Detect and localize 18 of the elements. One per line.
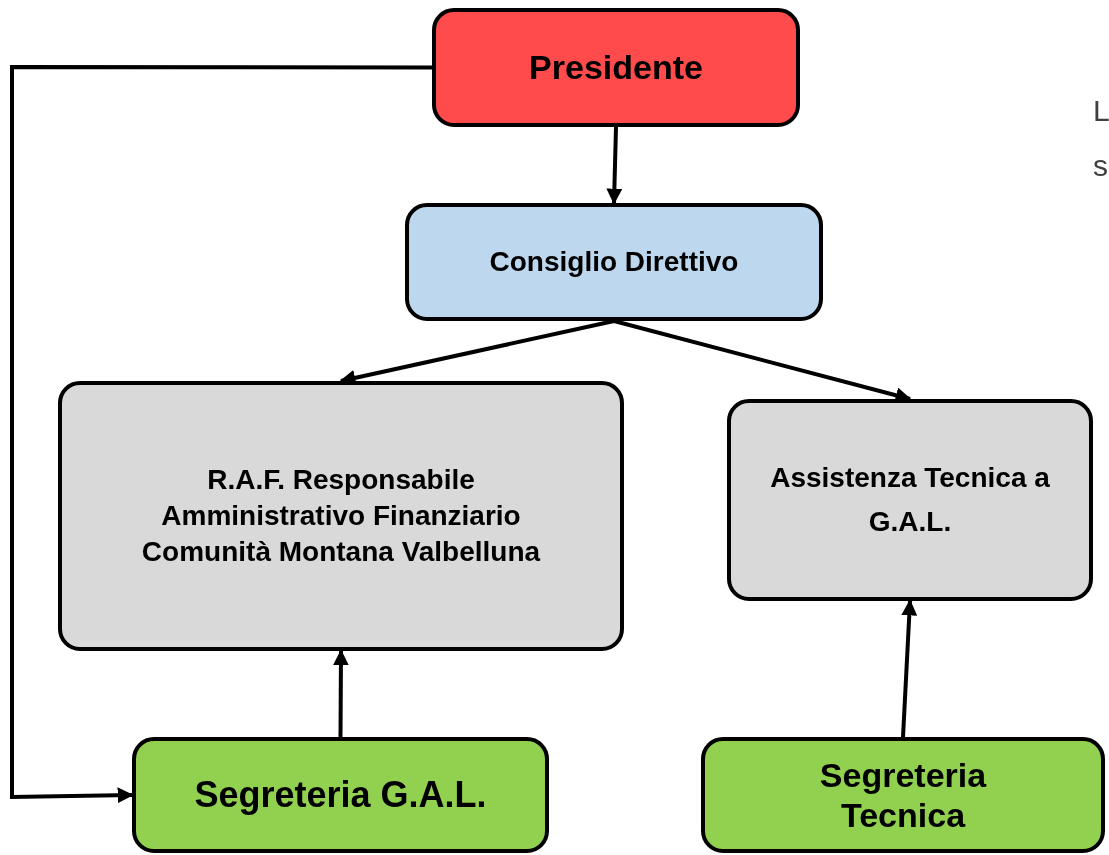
arrow bbox=[606, 126, 623, 205]
org-box bbox=[701, 737, 1105, 853]
box-label: Consiglio Direttivo bbox=[489, 245, 739, 279]
box-label: Presidente bbox=[529, 47, 703, 88]
note-text: s bbox=[1093, 148, 1108, 184]
org-box bbox=[432, 8, 800, 127]
arrow bbox=[901, 599, 918, 738]
org-box bbox=[132, 737, 549, 853]
arrow bbox=[332, 649, 349, 737]
box-label: Segreteria G.A.L. bbox=[194, 773, 487, 817]
box-label: Segreteria Tecnica bbox=[818, 755, 988, 835]
note-text: L bbox=[1093, 93, 1109, 129]
box-label: R.A.F. Responsabile Amministrativo Finanziario Comunità Montana Valbelluna bbox=[140, 463, 542, 569]
org-box bbox=[58, 381, 624, 651]
org-box bbox=[405, 203, 823, 321]
arrow bbox=[10, 65, 432, 804]
box-label: Assistenza Tecnica a G.A.L. bbox=[769, 461, 1051, 539]
org-box bbox=[727, 399, 1093, 601]
